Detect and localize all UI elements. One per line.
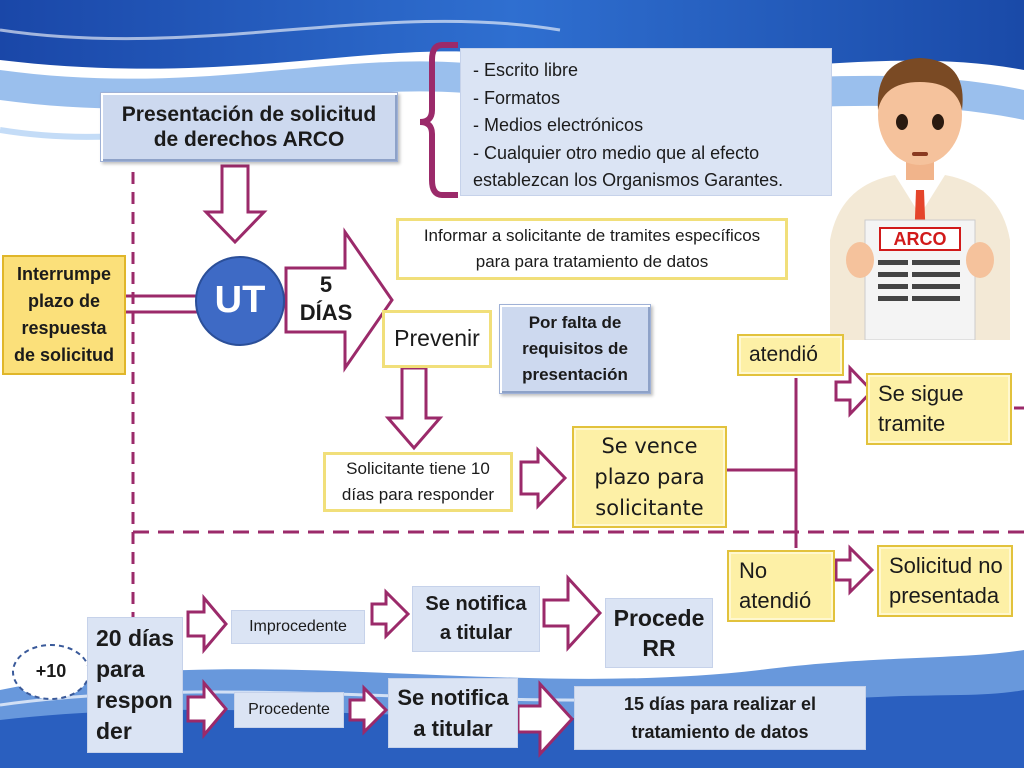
- veinte-dias-responder: 20 días para respon der: [87, 617, 183, 753]
- procede-rr: Procede RR: [605, 598, 713, 668]
- medio-item: - Escrito libre: [473, 60, 579, 80]
- solicitud-no-presentada: Solicitud no presentada: [877, 545, 1013, 617]
- atendio-box: atendió: [737, 334, 844, 376]
- improcedente-box: Improcedente: [231, 610, 365, 644]
- medio-item: - Formatos: [473, 87, 561, 108]
- mas-diez-badge: +10: [35, 661, 67, 682]
- se-vence-plazo: Se vence plazo para solicitante: [572, 426, 727, 528]
- medio-item: - Medios electrónicos: [473, 115, 644, 135]
- se-notifica-titular-2: Se notifica a titular: [388, 678, 518, 748]
- se-notifica-titular-1: Se notifica a titular: [412, 586, 540, 652]
- presentacion-solicitud: Presentación de solicitud de derechos AR…: [100, 92, 398, 162]
- five-days-arrow-icon: [284, 227, 394, 373]
- por-falta-requisitos: Por falta de requisitos de presentación: [499, 304, 651, 394]
- quince-dias-tratamiento: 15 días para realizar el tratamiento de …: [574, 686, 866, 750]
- no-atendio-box: No atendió: [727, 550, 835, 622]
- prevenir-down-arrow-icon: [384, 366, 444, 451]
- interrumpe-plazo: Interrumpe plazo de respuesta de solicit…: [2, 255, 126, 375]
- informar-solicitante: Informar a solicitante de tramites espec…: [396, 218, 788, 280]
- ut-circle: UT: [195, 256, 285, 346]
- medio-item: - Cualquier otro medio que al efecto: [473, 142, 760, 163]
- se-sigue-tramite: Se sigue tramite: [866, 373, 1012, 445]
- cinco-dias-label: 5 DÍAS: [299, 272, 353, 325]
- prevenir-box: Prevenir: [382, 310, 492, 368]
- arco-badge: ARCO: [894, 229, 947, 249]
- person-illustration: ARCO: [830, 58, 1010, 340]
- procedente-box: Procedente: [234, 692, 344, 728]
- down-arrow-icon: [202, 164, 268, 245]
- medios-list: - Escrito libre - Formatos - Medios elec…: [460, 48, 832, 196]
- medio-item: establezcan los Organismos Garantes.: [473, 170, 784, 190]
- solicitante-tiene-dias: Solicitante tiene 10 días para responder: [323, 452, 513, 512]
